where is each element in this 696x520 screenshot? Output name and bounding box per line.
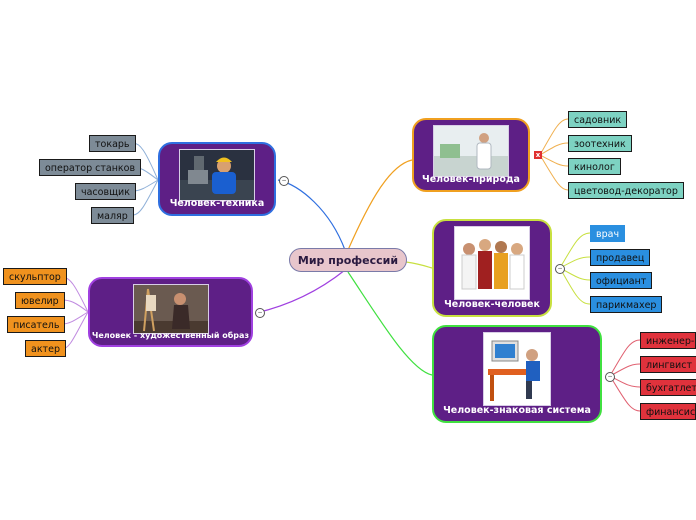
connector-sign: [347, 271, 433, 376]
leaf-people-1[interactable]: продавец: [590, 249, 651, 266]
artist-image: [132, 284, 209, 334]
node-people-label: Человек-человек: [444, 299, 540, 310]
node-tech[interactable]: Человек-техника: [158, 142, 276, 216]
leaf-art-0[interactable]: скульптор: [3, 268, 67, 285]
computer-image: [483, 332, 551, 406]
node-nature-label: Человек-природа: [422, 174, 520, 185]
leaf-sign-2[interactable]: бухгатлет: [640, 379, 696, 396]
central-topic[interactable]: Мир профессий: [289, 248, 407, 272]
leaf-tech-1[interactable]: оператор станков: [39, 159, 142, 176]
lab-image: [433, 125, 509, 177]
leaf-nature-1[interactable]: зоотехник: [568, 135, 632, 152]
worker-image: [179, 149, 255, 201]
node-art[interactable]: Человек - художественный образ: [88, 277, 253, 347]
connector-people: [405, 261, 433, 269]
leaf-sign-1[interactable]: лингвист: [640, 356, 696, 373]
leaf-nature-3[interactable]: цветовод-декоратор: [568, 182, 684, 199]
priority-flag-icon: x: [534, 151, 542, 159]
leaf-tech-3[interactable]: маляр: [91, 207, 134, 224]
collapse-toggle-icon[interactable]: −: [555, 264, 565, 274]
leaf-tech-2[interactable]: часовщик: [75, 183, 136, 200]
people-image: [454, 226, 530, 300]
connector-nature: [347, 159, 413, 251]
node-people[interactable]: Человек-человек: [432, 219, 552, 317]
leaf-people-3[interactable]: парикмахер: [590, 296, 663, 313]
leaf-nature-2[interactable]: кинолог: [568, 158, 621, 175]
node-tech-label: Человек-техника: [169, 198, 265, 209]
leaf-art-2[interactable]: писатель: [7, 316, 66, 333]
connector-tech: [277, 179, 346, 251]
collapse-toggle-icon[interactable]: −: [279, 176, 289, 186]
leaf-sign-3[interactable]: финансист: [640, 403, 696, 420]
leaf-tech-0[interactable]: токарь: [89, 135, 136, 152]
leaf-sign-0[interactable]: инженер-конструктор: [640, 332, 696, 349]
node-sign[interactable]: Человек-знаковая система: [432, 325, 602, 423]
leaf-people-0[interactable]: врач: [590, 225, 626, 242]
leaf-art-3[interactable]: актер: [25, 340, 66, 357]
leaf-nature-0[interactable]: садовник: [568, 111, 628, 128]
node-art-label: Человек - художественный образ: [91, 331, 250, 340]
leaf-people-2[interactable]: официант: [590, 272, 653, 289]
collapse-toggle-icon[interactable]: −: [255, 308, 265, 318]
leaf-art-1[interactable]: ювелир: [15, 292, 65, 309]
connector-art: [255, 269, 346, 314]
node-sign-label: Человек-знаковая система: [443, 405, 591, 416]
collapse-toggle-icon[interactable]: −: [605, 372, 615, 382]
node-nature[interactable]: Человек-природа: [412, 118, 530, 192]
